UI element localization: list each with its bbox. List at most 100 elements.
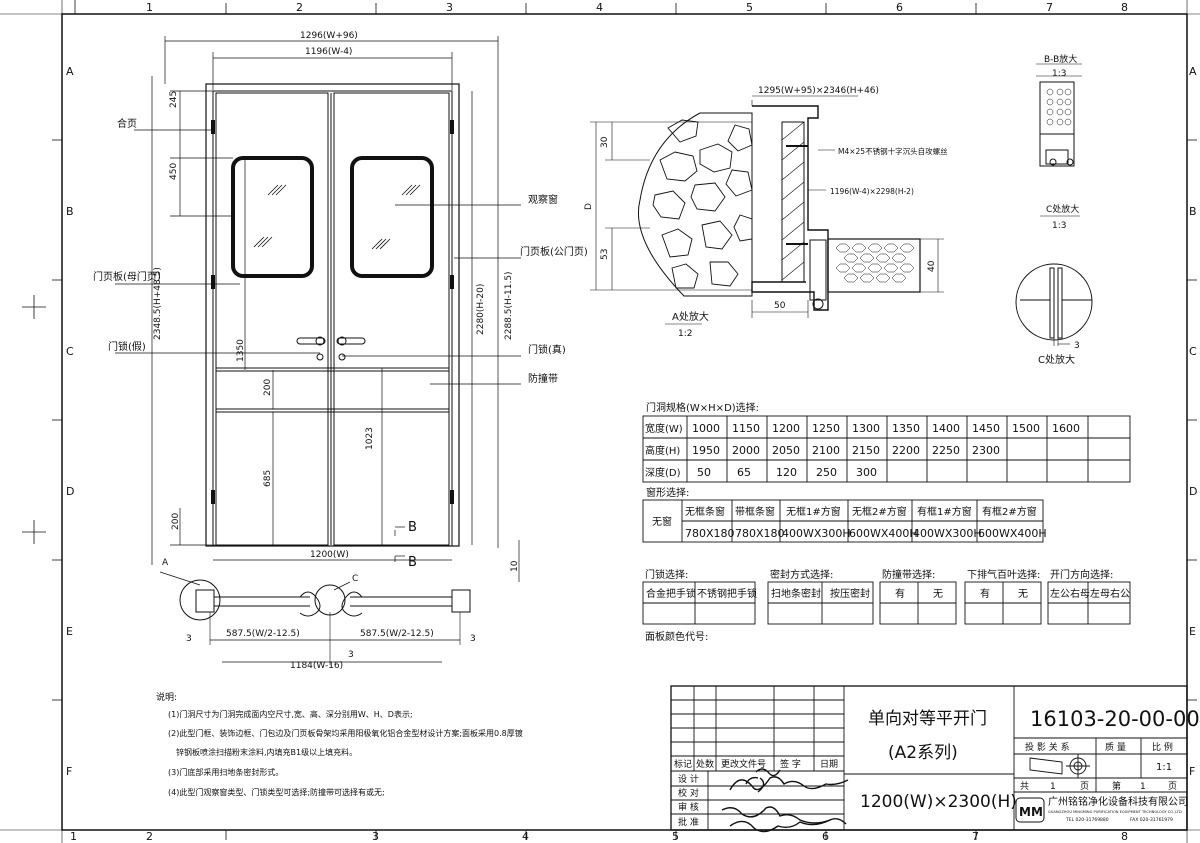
- signatures: [721, 768, 849, 833]
- tb-page2: 页: [1168, 781, 1177, 792]
- window-option-size: 400WX300H: [782, 527, 851, 540]
- window-type-title: 窗形选择:: [646, 486, 689, 499]
- notes-line: (1)门洞尺寸为门洞完成面内空尺寸,宽、高、深分别用W、H、D表示;: [168, 709, 413, 719]
- row-label: A: [66, 65, 74, 78]
- row-label: E: [66, 625, 73, 638]
- company-fax: FAX 020-31761979: [1130, 817, 1173, 823]
- option-tables: [642, 581, 1131, 625]
- tb-header: 更改文件号: [721, 758, 766, 770]
- detail-c-text: C处放大 1:3 C处放大 3: [1038, 203, 1080, 366]
- window-option: 有框2#方窗: [982, 505, 1037, 518]
- row-label: F: [66, 765, 72, 778]
- plan-dim-1: 587.5(W/2-12.5): [226, 629, 300, 639]
- detail-c: [1015, 215, 1093, 346]
- drawing-size: 1200(W)×2300(H): [860, 792, 1017, 812]
- dim-h-right: 2288.5(H-11.5): [504, 271, 514, 340]
- spec-cell: 1400: [932, 422, 960, 435]
- col-label: 1: [70, 830, 77, 843]
- plan-dim-text: A C 587.5(W/2-12.5) 587.5(W/2-12.5) 1184…: [162, 558, 476, 671]
- detail-a-text: 1295(W+95)×2346(H+46) M4×25不锈钢十字沉头自攻螺丝 1…: [584, 86, 948, 339]
- notes: 说明: (1)门洞尺寸为门洞完成面内空尺寸,宽、高、深分别用W、H、D表示; (…: [156, 691, 523, 797]
- direction-option: 左公右母: [1050, 587, 1090, 600]
- tb-header: 日期: [820, 759, 838, 770]
- front-dim-text: 1296(W+96) 1196(W-4) 245 450 2348.5(H+48…: [153, 31, 520, 572]
- row-label: F: [1189, 765, 1195, 778]
- notes-line: (2)此型门框、装饰边框、门包边及门页板骨架均采用阳极氧化铝合金型材设计方案;面…: [168, 728, 523, 738]
- company-tel: TEL 020-31769880: [1065, 817, 1109, 823]
- label-lock-real: 门锁(真): [528, 343, 566, 356]
- drawing-name: 单向对等平开门: [868, 709, 987, 729]
- spec-cell: 2150: [852, 444, 880, 457]
- spec-cell: 300: [856, 466, 877, 479]
- col-label: 5: [672, 830, 679, 843]
- col-label: 7: [1046, 1, 1053, 14]
- window-right: [350, 156, 434, 278]
- detail-a-dim-top: 1295(W+95)×2346(H+46): [758, 86, 879, 96]
- window-option: 带框条窗: [735, 505, 775, 518]
- col-label: 6: [896, 1, 903, 14]
- plan-three-a: 3: [186, 634, 192, 644]
- dim-bottom-width: 1200(W): [310, 550, 349, 560]
- direction-title: 开门方向选择:: [1050, 568, 1113, 581]
- col-label: 3: [446, 1, 453, 14]
- col-label: 7: [972, 830, 979, 843]
- window-option-size: 600WX400H: [849, 527, 918, 540]
- tb-role: 审 核: [678, 801, 699, 813]
- window-type-table: [642, 499, 1044, 543]
- window-option-size: 780X180: [735, 527, 785, 540]
- plan-mark-c: C: [352, 574, 358, 584]
- company-name-en: GUANGZHOU MINGMING PURIFICATION EQUIPMEN…: [1048, 810, 1182, 814]
- dim-200a: 200: [263, 379, 273, 396]
- window-option-size: 780X180: [685, 527, 735, 540]
- dim-450: 450: [169, 163, 179, 180]
- spec-row-label: 宽度(W): [645, 422, 683, 435]
- plan-three-b: 3: [470, 634, 476, 644]
- detail-c-scale: 1:3: [1052, 221, 1066, 231]
- detail-a-d40: 40: [927, 260, 937, 272]
- section-mark-b-top: B: [408, 520, 417, 535]
- detail-c-title: C处放大: [1046, 203, 1079, 215]
- col-label: 2: [146, 830, 153, 843]
- tb-ratio: 比 例: [1152, 741, 1173, 753]
- company-logo: MM: [1015, 797, 1045, 823]
- detail-a-dim-frame: 1196(W-4)×2298(H-2): [830, 187, 914, 196]
- detail-b: [1036, 63, 1082, 167]
- window-option-size: 400WX300H: [913, 527, 982, 540]
- front-labels: 合页 观察窗 门页板(公门页) 门页板(母门页) 门锁(假) 门锁(真) 防撞带…: [93, 117, 588, 570]
- spec-title: 门洞规格(W×H×D)选择:: [646, 401, 759, 414]
- spec-cell: 2200: [892, 444, 920, 457]
- window-option-size: 600WX400H: [978, 527, 1047, 540]
- drawing-series: (A2系列): [888, 743, 958, 763]
- spec-cell: 1250: [812, 422, 840, 435]
- seal-option: 扫地条密封: [771, 587, 821, 600]
- dim-685: 685: [263, 470, 273, 487]
- spec-cell: 2250: [932, 444, 960, 457]
- plan-mark-a: A: [162, 558, 169, 568]
- plan-dim-2: 587.5(W/2-12.5): [360, 629, 434, 639]
- detail-a-d53: 53: [600, 249, 610, 260]
- lock-option: 不锈钢把手锁: [697, 587, 757, 600]
- bumper-option: 有: [895, 587, 905, 600]
- spec-cell: 1150: [732, 422, 760, 435]
- title-block-text: 16103-20-00-00 单向对等平开门 (A2系列) 1200(W)×23…: [674, 707, 1200, 828]
- tb-page-number: 1: [1140, 782, 1146, 792]
- seal-option: 按压密封: [830, 587, 870, 600]
- spec-cell: 2000: [732, 444, 760, 457]
- spec-cell: 2300: [972, 444, 1000, 457]
- window-option: 无框条窗: [685, 505, 725, 518]
- row-label: B: [66, 205, 74, 218]
- spec-cell: 1450: [972, 422, 1000, 435]
- dim-245: 245: [169, 91, 179, 108]
- tb-role: 校 对: [678, 787, 699, 799]
- tb-total: 共: [1020, 781, 1029, 792]
- spec-cell: 50: [697, 466, 711, 479]
- window-option: 无框2#方窗: [852, 505, 907, 518]
- label-lock-fake: 门锁(假): [108, 340, 146, 353]
- row-label: D: [1189, 485, 1197, 498]
- tb-projection: 投 影 关 系: [1025, 741, 1070, 753]
- spec-cell: 1200: [772, 422, 800, 435]
- row-label: D: [66, 485, 74, 498]
- col-label: 6: [822, 830, 829, 843]
- detail-a-d50: 50: [774, 301, 786, 311]
- tb-page: 页: [1080, 781, 1089, 792]
